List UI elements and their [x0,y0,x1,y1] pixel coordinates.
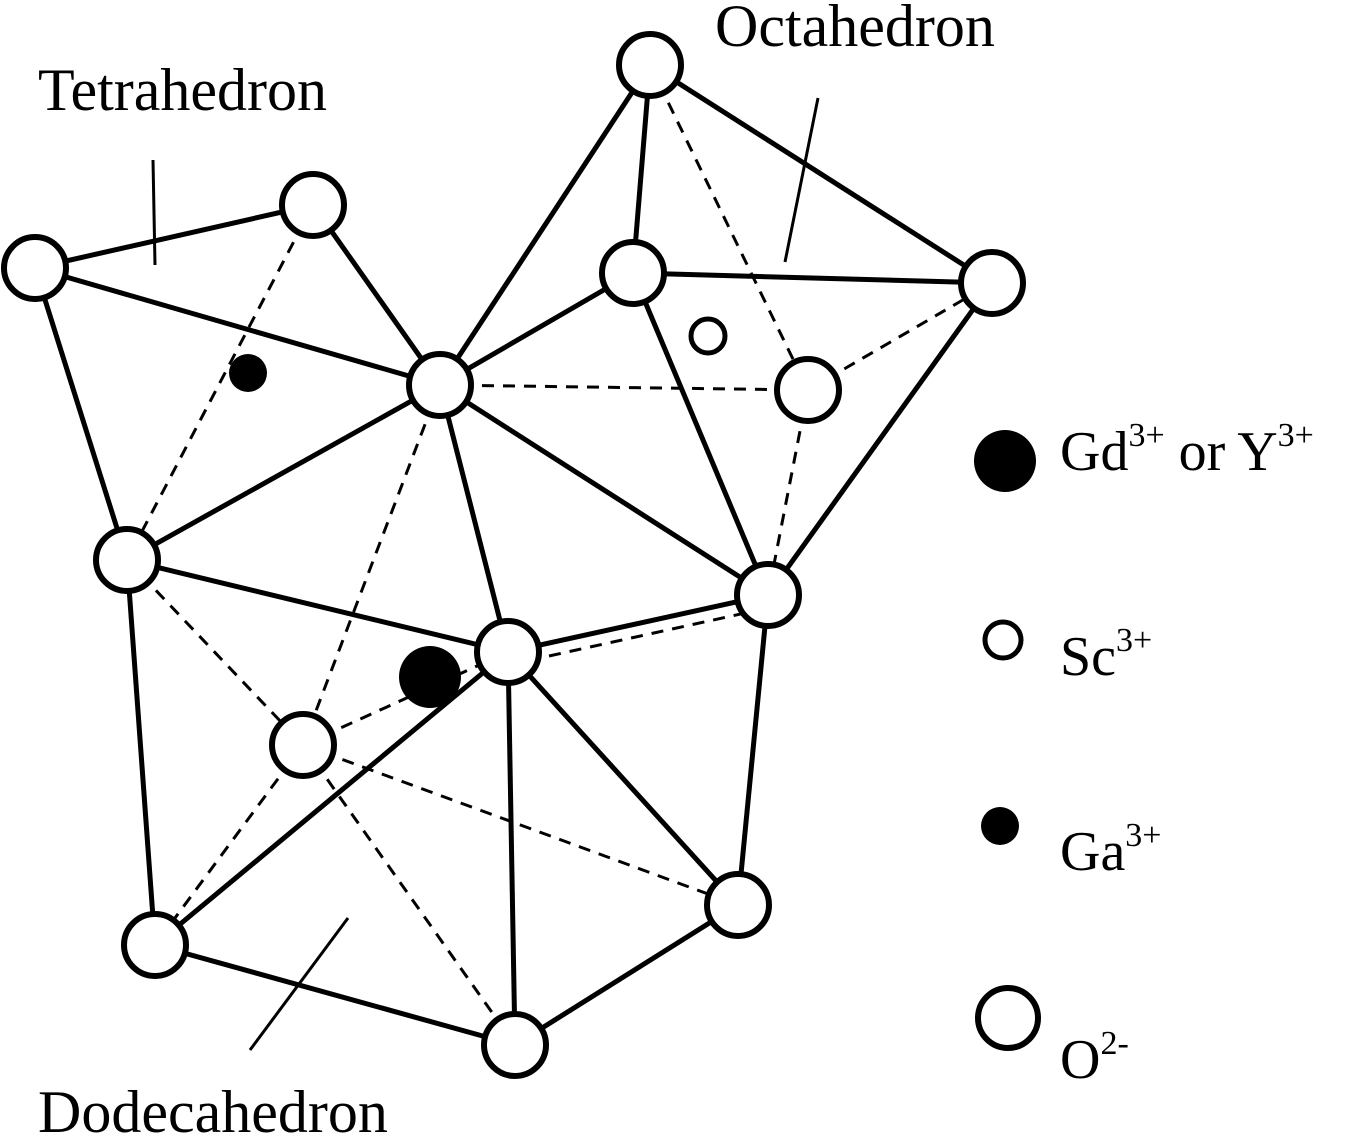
edge [437,270,636,388]
hidden-edge [153,744,305,946]
sc-ion [688,316,728,356]
edge [152,942,518,1048]
legend-item-gd-y: Gd3+ or Y3+ [974,417,1314,492]
large-open-circle-icon [975,985,1041,1051]
legend-item-ga: Ga3+ [981,807,1161,883]
oxygen-ion [1,234,69,302]
oxygen-ion [958,249,1026,317]
oxygen-ion [599,239,667,307]
oxygen-ion [279,171,347,239]
ion-charge: 3+ [1125,817,1161,854]
small-filled-circle-icon [981,807,1019,845]
ion-charge: 2- [1100,1025,1128,1062]
cations [229,316,728,708]
oxygen-ion [734,561,802,629]
legend-item-sc: Sc3+ [982,619,1152,688]
legend-label: Gd3+ or Y3+ [1060,417,1314,483]
hidden-edge [125,558,305,747]
ion-symbol: Sc [1060,626,1116,688]
legend-item-o: O2- [975,985,1129,1091]
hidden-edge [302,743,739,907]
hidden-edge [125,204,315,561]
tetrahedron-pointer [151,159,157,266]
edge [32,265,443,388]
oxygen-ion [481,1011,549,1079]
edge [124,557,511,655]
hidden-edge [301,744,517,1046]
octahedron-label: Octahedron [715,0,995,59]
legend-label: O2- [1060,1025,1129,1091]
octahedron-pointer [783,97,820,263]
legend: Gd3+ or Y3+ Sc3+ Ga3+ O2- [974,417,1314,1091]
tetrahedron-label: Tetrahedron [38,57,327,123]
oxygen-ion [774,356,842,424]
gd-or-y-ion [399,646,461,708]
edge [630,270,995,286]
edge [512,902,741,1048]
edge [124,557,158,948]
visible-edges [32,62,995,1048]
oxygen-ion [406,351,474,419]
legend-label: Sc3+ [1060,622,1152,688]
oxygen-ion [269,711,337,779]
hidden-edge [648,64,810,391]
oxygen-ion [474,618,542,686]
legend-label: Ga3+ [1060,817,1161,883]
edge [124,382,443,563]
ion-symbol: O [1060,1029,1100,1091]
polyhedron-labels: Tetrahedron Octahedron Dodecahedron [38,0,995,1137]
oxygen-ion [121,911,189,979]
ga-ion [229,354,267,392]
dodecahedron-pointer [248,917,350,1051]
edge [437,62,653,388]
oxygen-anions [1,31,1026,1079]
ion-symbol: Y [1237,421,1277,483]
edge [32,202,316,271]
edge [505,649,741,908]
hidden-edge [507,606,769,667]
hidden-edges [125,64,993,1046]
edge [32,265,130,563]
ion-symbol: Ga [1060,821,1125,883]
ion-symbol: Gd [1060,421,1128,483]
hidden-edge [766,389,810,596]
edge [765,280,995,598]
hidden-edge [807,281,993,392]
edge [647,62,995,286]
ion-charge: 3+ [1278,417,1314,454]
legend-connector: or [1165,421,1238,483]
dodecahedron-label: Dodecahedron [38,1079,388,1137]
hidden-edge [301,384,442,746]
edge [310,202,443,388]
hidden-edge [302,650,509,747]
edge [437,382,771,598]
label-pointers [151,97,820,1051]
edge [437,382,511,655]
ion-charge: 3+ [1128,417,1164,454]
edge [152,649,511,948]
small-open-circle-icon [982,619,1024,661]
edge [630,62,653,276]
large-filled-circle-icon [974,430,1036,492]
oxygen-ion [616,31,684,99]
edge [630,270,771,598]
hidden-edge [439,383,809,392]
edge [505,592,771,655]
edge [505,649,518,1048]
oxygen-ion [93,526,161,594]
edge [735,592,771,908]
oxygen-ion [704,871,772,939]
ion-charge: 3+ [1116,622,1152,659]
